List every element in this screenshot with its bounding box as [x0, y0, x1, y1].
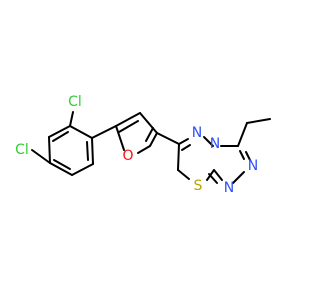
bond	[91, 125, 117, 139]
nitrogen-atom-label: N	[224, 180, 234, 196]
bond	[239, 150, 245, 160]
bond	[53, 159, 71, 170]
bond	[203, 136, 214, 147]
bond	[177, 169, 190, 180]
oxygen-atom-label: O	[122, 148, 133, 164]
bond	[48, 125, 71, 138]
bond	[208, 173, 218, 184]
bond	[31, 149, 51, 164]
chlorine-atom-label: Cl	[68, 94, 82, 110]
bond	[232, 171, 245, 184]
bond	[237, 122, 248, 147]
bond	[86, 141, 89, 161]
bond	[52, 131, 69, 142]
canvas-background	[0, 0, 300, 300]
bond	[91, 137, 94, 165]
bond-layer	[31, 111, 271, 184]
bond	[115, 125, 125, 151]
bond	[156, 132, 180, 145]
nitrogen-atom-label: N	[248, 158, 258, 174]
nitrogen-atom-label: N	[192, 125, 202, 141]
bond	[137, 145, 151, 154]
bond	[213, 169, 223, 181]
chlorine-atom-label: Cl	[15, 142, 29, 158]
bond	[69, 111, 74, 127]
atom-label-layer: Cl Cl O N N N N S	[15, 94, 258, 196]
sulfur-atom-label: S	[194, 178, 203, 194]
nitrogen-atom-label: N	[210, 136, 220, 152]
bond	[246, 118, 271, 124]
bond	[149, 132, 158, 147]
bond	[245, 151, 251, 161]
bond	[48, 136, 51, 164]
bond	[71, 163, 94, 176]
bond	[145, 127, 154, 142]
bond	[177, 143, 180, 171]
molecule-structure: Cl Cl O N N N N S	[0, 0, 300, 300]
bond	[118, 120, 139, 133]
bond	[49, 162, 73, 176]
bond	[115, 112, 141, 127]
bond	[69, 125, 93, 139]
bond	[178, 138, 189, 145]
bond	[181, 144, 191, 151]
bond	[139, 112, 158, 134]
